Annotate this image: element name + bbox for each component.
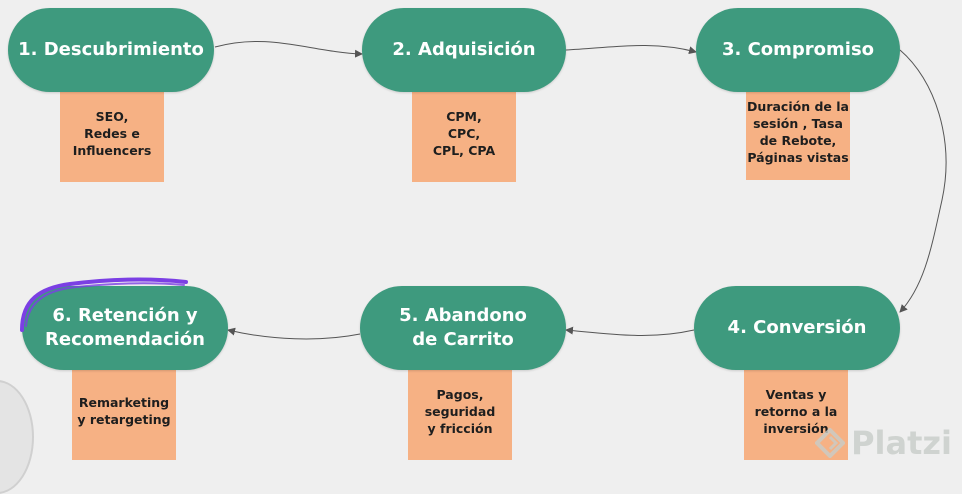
stage-1-pill: 1. Descubrimiento <box>8 8 214 92</box>
stage-6-detail: Remarketing y retargeting <box>77 395 171 427</box>
connector-arrows <box>214 41 947 340</box>
stage-2-title: 2. Adquisición <box>392 39 536 60</box>
watermark-text: Platzi <box>851 424 952 462</box>
stage-5-pill: 5. Abandono de Carrito <box>360 286 566 370</box>
stage-3-pill: 3. Compromiso <box>696 8 900 92</box>
stage-5-title: 5. Abandono de Carrito <box>399 305 527 350</box>
arrow-2-to-3 <box>565 45 697 55</box>
stage-4-title: 4. Conversión <box>727 317 867 338</box>
stage-3-title: 3. Compromiso <box>721 39 875 60</box>
arrow-1-to-2 <box>214 41 363 58</box>
stage-6-title: 6. Retención y Recomendación <box>45 305 205 350</box>
stage-4-pill: 4. Conversión <box>694 286 900 370</box>
arrow-3-to-4 <box>899 49 947 313</box>
stage-4-detail: Ventas y retorno a la inversión <box>754 386 838 436</box>
stage-1-detail: SEO, Redes e Influencers <box>72 108 152 158</box>
funnel-diagram: 1. Descubrimiento SEO, Redes e Influence… <box>0 8 952 494</box>
stage-1-title: 1. Descubrimiento <box>18 39 204 60</box>
stage-2-pill: 2. Adquisición <box>362 8 566 92</box>
stage-5-detail: Pagos, seguridad y fricción <box>424 386 496 436</box>
arrow-5-to-6 <box>227 327 361 340</box>
arrow-4-to-5 <box>565 326 695 336</box>
stage-6-pill: 6. Retención y Recomendación <box>22 286 228 370</box>
stage-2-detail: CPM, CPC, CPL, CPA <box>432 108 496 158</box>
platzi-logo-icon <box>815 428 846 458</box>
platzi-watermark: Platzi <box>815 424 952 462</box>
stage-3-detail: Duración de la sesión , Tasa de Rebote, … <box>747 99 849 165</box>
